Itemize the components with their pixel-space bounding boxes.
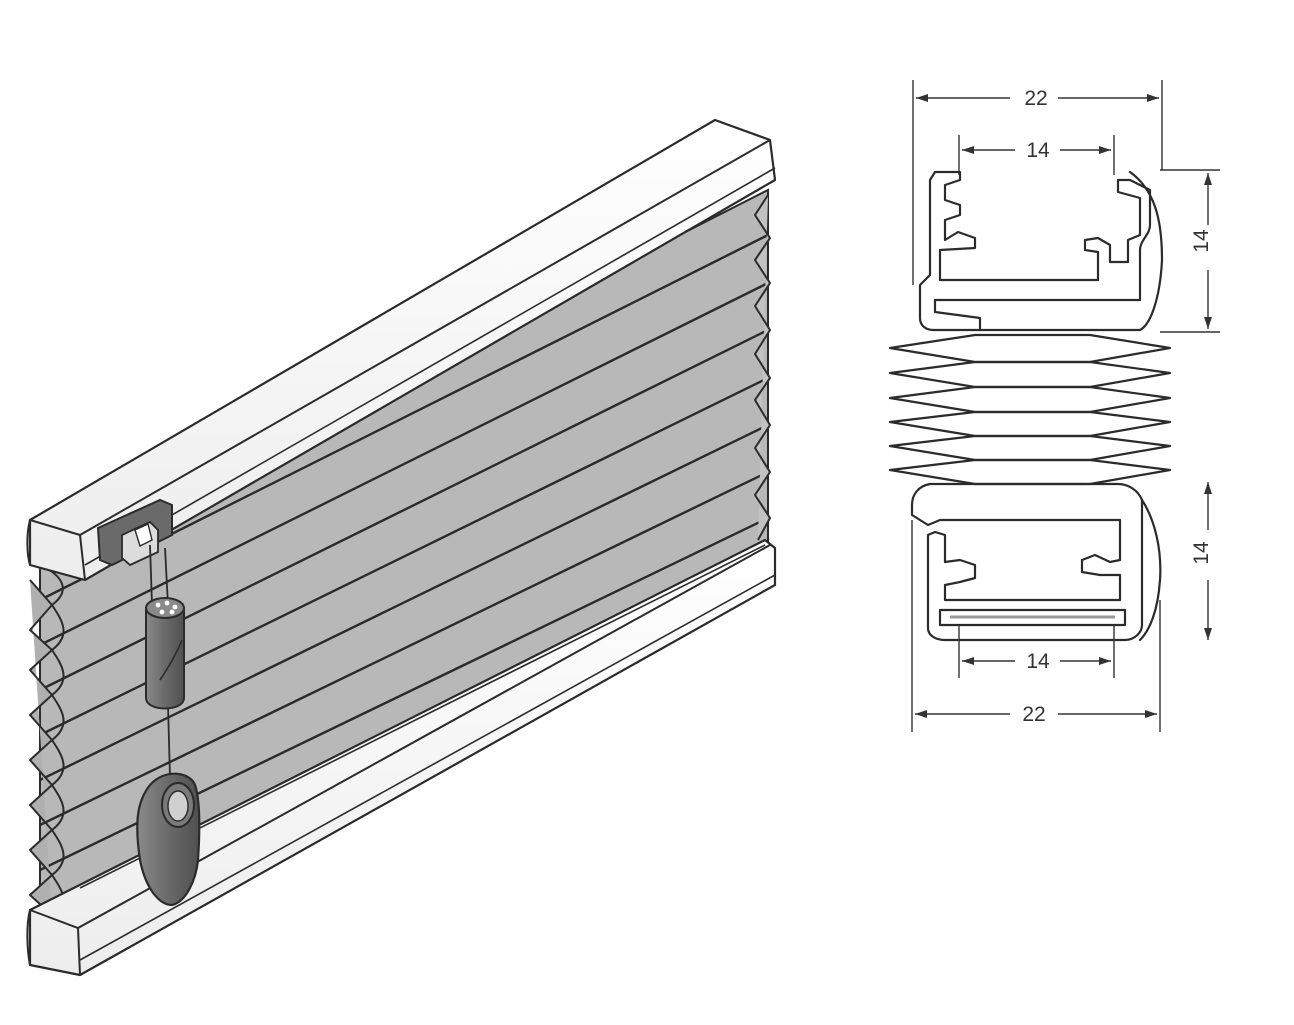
dim-top-width: 22	[912, 80, 1163, 285]
dim-bottom-width: 22	[911, 520, 1161, 732]
dim-top-height: 14	[1160, 169, 1220, 333]
dim-label-top-inner: 14	[1026, 139, 1050, 162]
pleat-right-edge	[754, 194, 771, 541]
dim-label-top-width: 22	[1024, 87, 1047, 110]
bottom-rail	[26, 538, 777, 977]
head-rail	[26, 118, 777, 582]
cross-section-drawing: 22 14 14	[888, 80, 1220, 732]
fabric-pleats-section	[888, 333, 1172, 486]
top-rail-profile	[918, 170, 1164, 332]
dim-label-bottom-height: 14	[1190, 541, 1213, 565]
dim-label-bottom-inner: 14	[1026, 650, 1050, 673]
dim-bottom-height: 14	[1190, 482, 1213, 640]
pull-handle	[136, 772, 201, 907]
dim-top-inner: 14	[958, 135, 1115, 175]
dim-label-top-height: 14	[1190, 229, 1213, 253]
dim-label-bottom-width: 22	[1022, 703, 1045, 726]
bottom-rail-profile	[910, 482, 1162, 642]
cord-guide-clip	[96, 498, 173, 567]
cord-tensioner	[145, 597, 185, 710]
cord	[149, 544, 171, 779]
blind-illustration	[26, 118, 777, 977]
dim-bottom-inner: 14	[958, 625, 1115, 678]
